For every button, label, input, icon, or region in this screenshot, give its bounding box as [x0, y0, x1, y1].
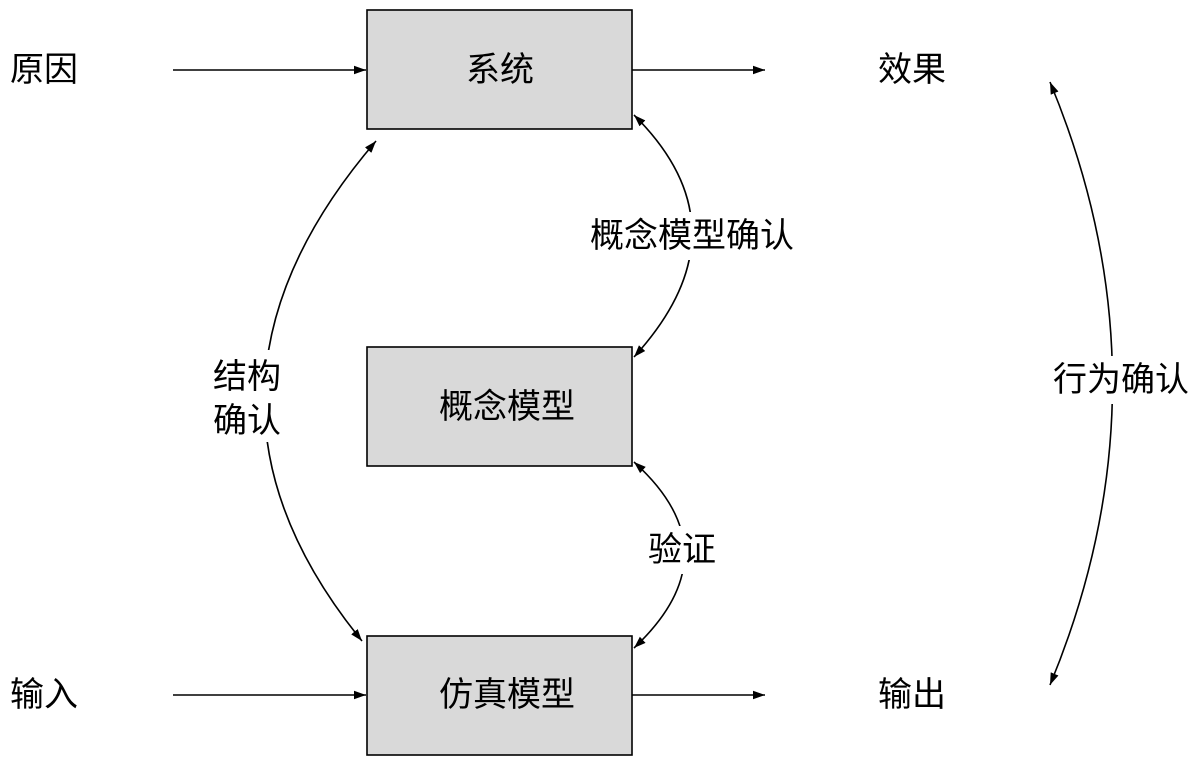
behavioral-validation-label-bg [1044, 356, 1198, 404]
output-label: 输出 [878, 675, 946, 715]
simulation-model-box [366, 635, 633, 756]
conceptual-model-box [366, 346, 633, 467]
system-box [366, 9, 633, 130]
structural-validation-label-line1: 结构 [213, 357, 281, 397]
conceptual-validation-label: 概念模型确认 [590, 216, 794, 256]
verification-label: 验证 [648, 530, 716, 570]
effect-label: 效果 [878, 50, 946, 90]
conceptual-model-label: 概念模型 [439, 387, 575, 427]
conceptual-validation-label-bg [576, 212, 808, 260]
verification-label-bg [640, 526, 724, 574]
structural-validation-label-bg [205, 350, 289, 442]
structural-validation-label-line2: 确认 [213, 401, 281, 441]
cause-label: 原因 [10, 50, 78, 90]
behavioral-validation-label: 行为确认 [1053, 360, 1189, 400]
input-label: 输入 [10, 675, 78, 715]
system-label: 系统 [466, 50, 534, 90]
simulation-model-label: 仿真模型 [439, 675, 575, 715]
